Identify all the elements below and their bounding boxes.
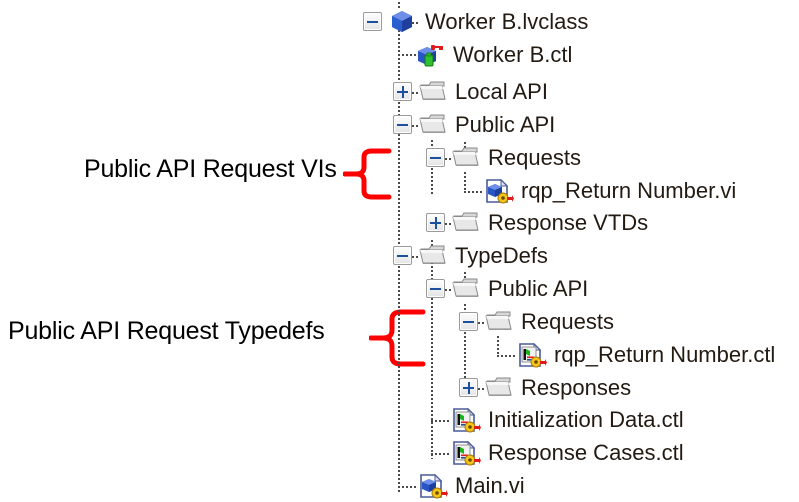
vi-icon [418,473,448,499]
tree-row-label: Response Cases.ctl [488,439,684,465]
folder-icon [451,276,479,302]
tree-guide-line [431,240,433,248]
tree-row-label: Response VTDs [488,209,649,235]
tree-row-label: Worker B.ctl [453,41,573,67]
tree-guide-line [464,304,466,392]
folder-icon [451,145,479,171]
vi-icon [484,178,514,204]
tree-row[interactable]: Response Cases.ctl [451,436,684,469]
tree-guide-line [431,262,433,459]
tree-row-label: Requests [488,144,581,170]
folder-icon [418,243,446,269]
tree-elbow [431,420,449,422]
tree-row[interactable]: TypeDefs [418,239,548,272]
folder-icon [484,309,512,335]
tree-row-label: rqp_Return Number.vi [521,177,737,203]
tree-elbow [431,453,449,455]
tree-row-label: Requests [521,308,614,334]
tree-row[interactable]: Initialization Data.ctl [451,403,684,436]
annotation-brace-public-api-request-vis [343,143,393,205]
tree-row[interactable]: Response VTDs [451,206,648,239]
tree-row-label: Local API [455,78,548,104]
tree-elbow [398,486,416,488]
tree-elbow [408,125,420,127]
tree-elbow [408,22,418,24]
tree-elbow [441,158,453,160]
tree-row[interactable]: Worker B.ctl [416,38,572,71]
tree-row-label: rqp_Return Number.ctl [554,341,776,367]
ctl-icon [451,407,481,433]
tree-row[interactable]: Public API [451,272,588,305]
tree-row[interactable]: Requests [451,141,581,174]
tree-elbow [474,322,486,324]
tree-elbow [441,223,451,225]
expander-worker-b-lvclass[interactable] [363,12,382,31]
tree-guide-line [464,272,466,282]
annotation-label-public-api-request-typedefs: Public API Request Typedefs [8,317,325,345]
tree-row[interactable]: Local API [418,75,548,108]
tree-row-label: Public API [488,275,589,301]
lvclass-icon [388,9,416,35]
tree-row-label: Worker B.lvclass [425,8,589,34]
tree-row[interactable]: Worker B.lvclass [388,5,588,38]
annotation-label-public-api-request-vis: Public API Request VIs [84,155,337,183]
tree-row-label: Main.vi [455,472,525,498]
expander-responses[interactable] [459,378,478,397]
tree-elbow [408,256,420,258]
expander-response-vtds[interactable] [426,213,445,232]
expander-local-api[interactable] [393,82,412,101]
tree-elbow [398,54,416,56]
expander-public-api[interactable] [393,115,412,134]
tree-row-label: TypeDefs [455,242,548,268]
tree-row[interactable]: Responses [484,371,631,404]
tree-row[interactable]: Public API [418,108,555,141]
tree-row[interactable]: Main.vi [418,469,525,502]
tree-guide-line [398,2,400,10]
tree-elbow [464,191,482,193]
tree-row[interactable]: rqp_Return Number.vi [484,174,736,207]
tree-elbow [474,388,486,390]
tree-row-label: Initialization Data.ctl [488,406,684,432]
folder-icon [418,112,446,138]
expander-typedefs-public-api[interactable] [426,279,445,298]
tree-guide-line [431,140,433,196]
tree-row-label: Public API [455,111,556,137]
folder-icon [418,79,446,105]
expander-typedefs-requests[interactable] [459,312,478,331]
ctl-icon [451,440,481,466]
expander-public-api-requests[interactable] [426,148,445,167]
annotation-brace-public-api-request-typedefs [369,303,427,373]
tree-row-label: Responses [521,374,632,400]
class-private-data-icon [416,42,444,68]
tree-elbow [497,355,515,357]
tree-row[interactable]: Requests [484,305,614,338]
folder-icon [484,375,512,401]
tree-elbow [441,289,453,291]
tree-guide-line [497,336,499,356]
tree-elbow [408,92,418,94]
expander-typedefs[interactable] [393,246,412,265]
tree-guide-line [464,172,466,192]
ctl-icon [517,342,547,368]
tree-row[interactable]: rqp_Return Number.ctl [517,338,775,371]
folder-icon [451,210,479,236]
